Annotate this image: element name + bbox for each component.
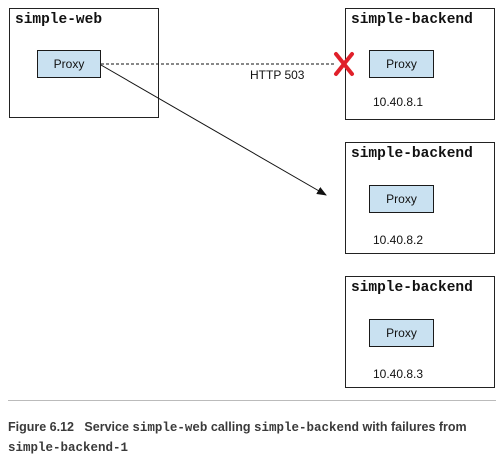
simple-backend-1-proxy: Proxy [369,50,434,78]
caption-divider [8,400,496,401]
caption-text-3: with failures from [362,420,467,434]
caption-code-1: simple-web [132,421,208,435]
simple-backend-1-box: simple-backend Proxy 10.40.8.1 [345,8,495,120]
simple-backend-2-proxy: Proxy [369,185,434,213]
simple-backend-1-ip: 10.40.8.1 [373,95,424,109]
caption-text-1: Service [84,420,129,434]
simple-backend-3-proxy: Proxy [369,319,434,347]
simple-backend-3-title: simple-backend [351,280,473,296]
figure-number: Figure 6.12 [8,420,74,434]
simple-backend-3-box: simple-backend Proxy 10.40.8.3 [345,276,495,388]
simple-backend-2-box: simple-backend Proxy 10.40.8.2 [345,142,495,254]
simple-backend-2-ip: 10.40.8.2 [373,233,424,247]
simple-backend-3-ip: 10.40.8.3 [373,367,424,381]
simple-web-proxy: Proxy [37,50,101,78]
caption-code-2: simple-backend [253,421,359,435]
simple-backend-2-title: simple-backend [351,146,473,162]
simple-web-service-box: simple-web Proxy [9,8,159,118]
http-503-label: HTTP 503 [250,68,305,82]
figure-caption: Figure 6.12 Service simple-web calling s… [8,418,498,458]
simple-web-title: simple-web [15,12,103,28]
caption-text-2: calling [210,420,251,434]
failure-x-icon [334,52,354,76]
caption-code-3: simple-backend-1 [8,441,129,455]
request-arrow-to-backend-2 [100,64,327,196]
simple-backend-1-title: simple-backend [351,12,473,28]
